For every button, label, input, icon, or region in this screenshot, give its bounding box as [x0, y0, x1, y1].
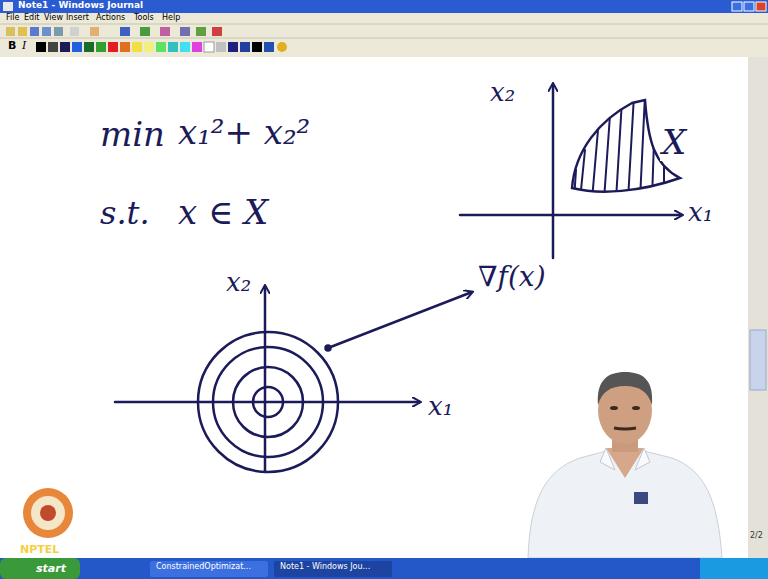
handwritten-math: x ∈ X [178, 194, 268, 231]
feasible-set-sketch [460, 84, 682, 258]
menu-item: View [44, 14, 63, 23]
handwritten-math: s.t. [100, 196, 150, 231]
presenter [528, 372, 722, 558]
menu-item: File [6, 14, 19, 23]
app-icon [3, 2, 13, 11]
task-button: ConstrainedOptimizat... [156, 563, 251, 572]
taskbar [0, 558, 768, 579]
task-button: Note1 - Windows Jou... [280, 563, 370, 572]
window-title: Note1 - Windows Journal [18, 1, 143, 11]
handwritten-math: x₁²+ x₂² [178, 114, 310, 151]
toolbar-icons [6, 27, 222, 36]
axis-label: x₂ [490, 78, 515, 107]
set-label: X [660, 124, 688, 161]
note-page [0, 57, 748, 558]
title-bar [0, 0, 768, 13]
nptel-logo [23, 488, 73, 538]
menu-item: Insert [66, 14, 89, 23]
logo-text: NPTEL [20, 544, 59, 556]
menu-item: Tools [134, 14, 154, 23]
start-button [0, 558, 80, 579]
italic-button: I [22, 40, 26, 52]
toolbar-area [0, 13, 768, 57]
menu-item: Actions [96, 14, 125, 23]
contour-sketch [115, 286, 472, 472]
scrollbar [748, 57, 768, 558]
gradient-label: ∇f(x) [478, 262, 546, 293]
axis-label: x₁ [688, 198, 713, 227]
page-number: 2/2 [750, 532, 763, 541]
start-label: start [36, 563, 66, 575]
menu-item: Edit [24, 14, 40, 23]
handwritten-math: min [100, 116, 165, 153]
bold-button: B [8, 40, 16, 52]
menu-item: Help [162, 14, 180, 23]
axis-label: x₁ [428, 392, 453, 421]
color-palette [36, 42, 287, 52]
axis-label: x₂ [226, 268, 251, 297]
